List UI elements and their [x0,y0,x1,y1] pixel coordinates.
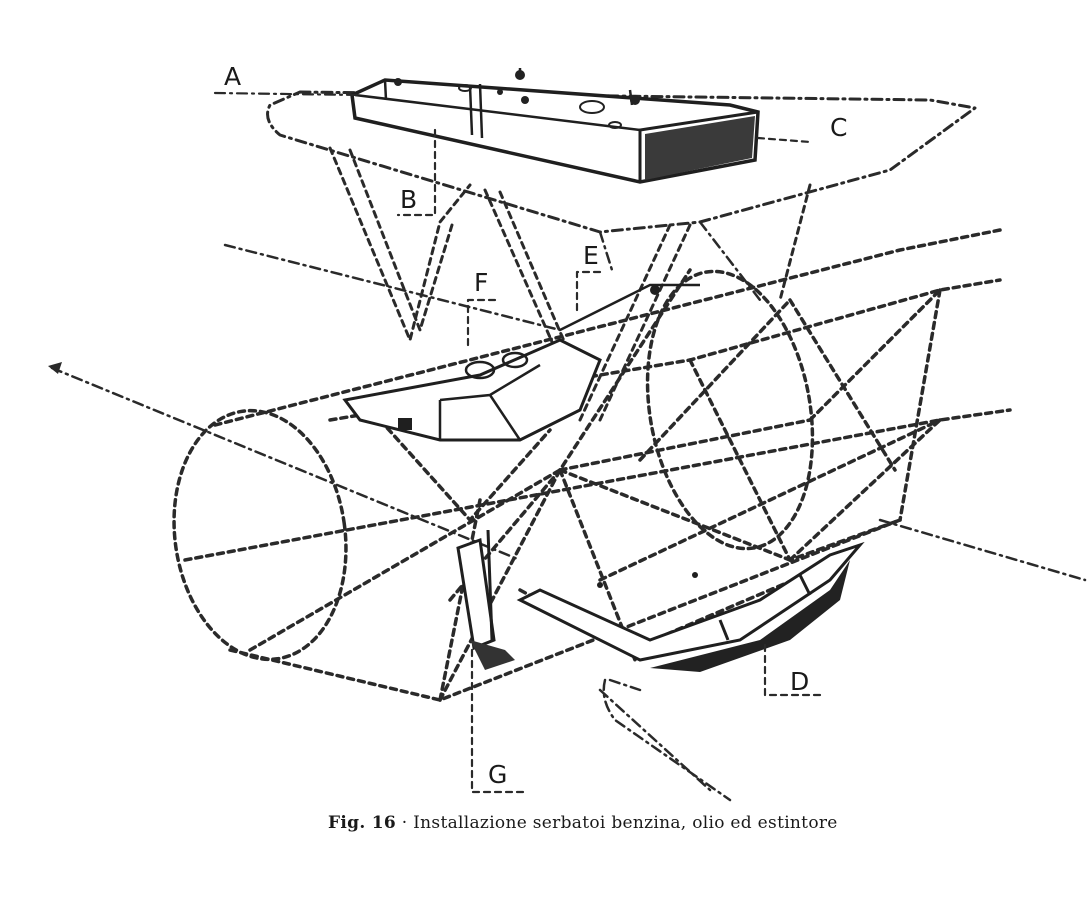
label-f: F [474,268,488,297]
belly-fuel-tank [516,541,865,672]
caption-text: Installazione serbatoi benzina, olio ed … [413,813,838,833]
label-b: B [400,185,417,214]
label-c: C [830,113,847,142]
caption-separator: · [401,813,408,833]
filler-cap-1 [394,78,402,86]
label-g: G [488,760,507,789]
figure-caption: Fig. 16 · Installazione serbatoi benzina… [328,813,1028,833]
lower-wing-root [602,678,732,802]
figure-number: Fig. 16 [328,813,397,833]
leader-lines [213,91,827,794]
label-e: E [583,241,599,270]
oil-tank-assembly [342,283,700,442]
axis-arrow [48,362,62,374]
tank-end-hatching [645,116,755,180]
cabane-struts [328,146,812,422]
label-a: A [224,62,241,91]
filler-cap-3 [521,96,529,104]
wing-fuel-tank [350,68,760,184]
fire-extinguisher [456,529,515,670]
label-d: D [790,667,809,696]
